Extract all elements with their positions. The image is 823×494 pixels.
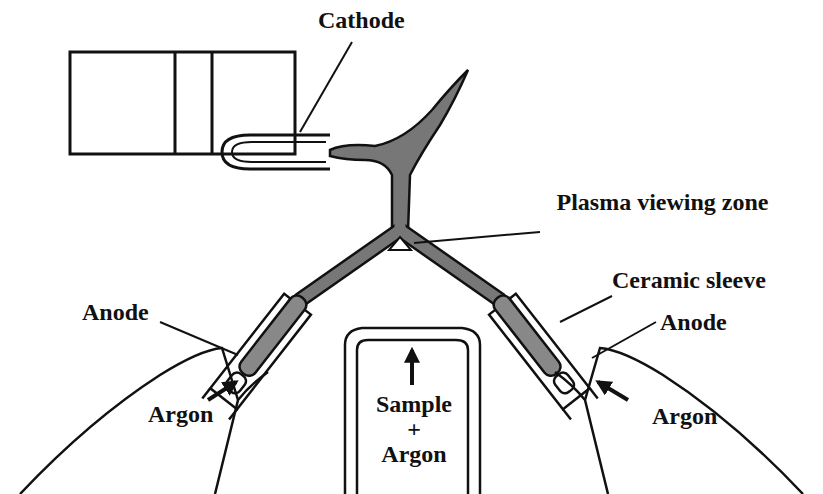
anode-label: Anode xyxy=(660,310,727,335)
cathode-label: Cathode xyxy=(318,8,405,33)
sample-label: Sample + Argon xyxy=(374,392,454,468)
viewing-zone-label: Plasma viewing zone xyxy=(545,190,780,215)
anode-label: Anode xyxy=(82,300,149,325)
ceramic-sleeve-label: Ceramic sleeve xyxy=(612,268,766,293)
argon-label: Argon xyxy=(148,402,213,427)
argon-label: Argon xyxy=(652,404,717,429)
